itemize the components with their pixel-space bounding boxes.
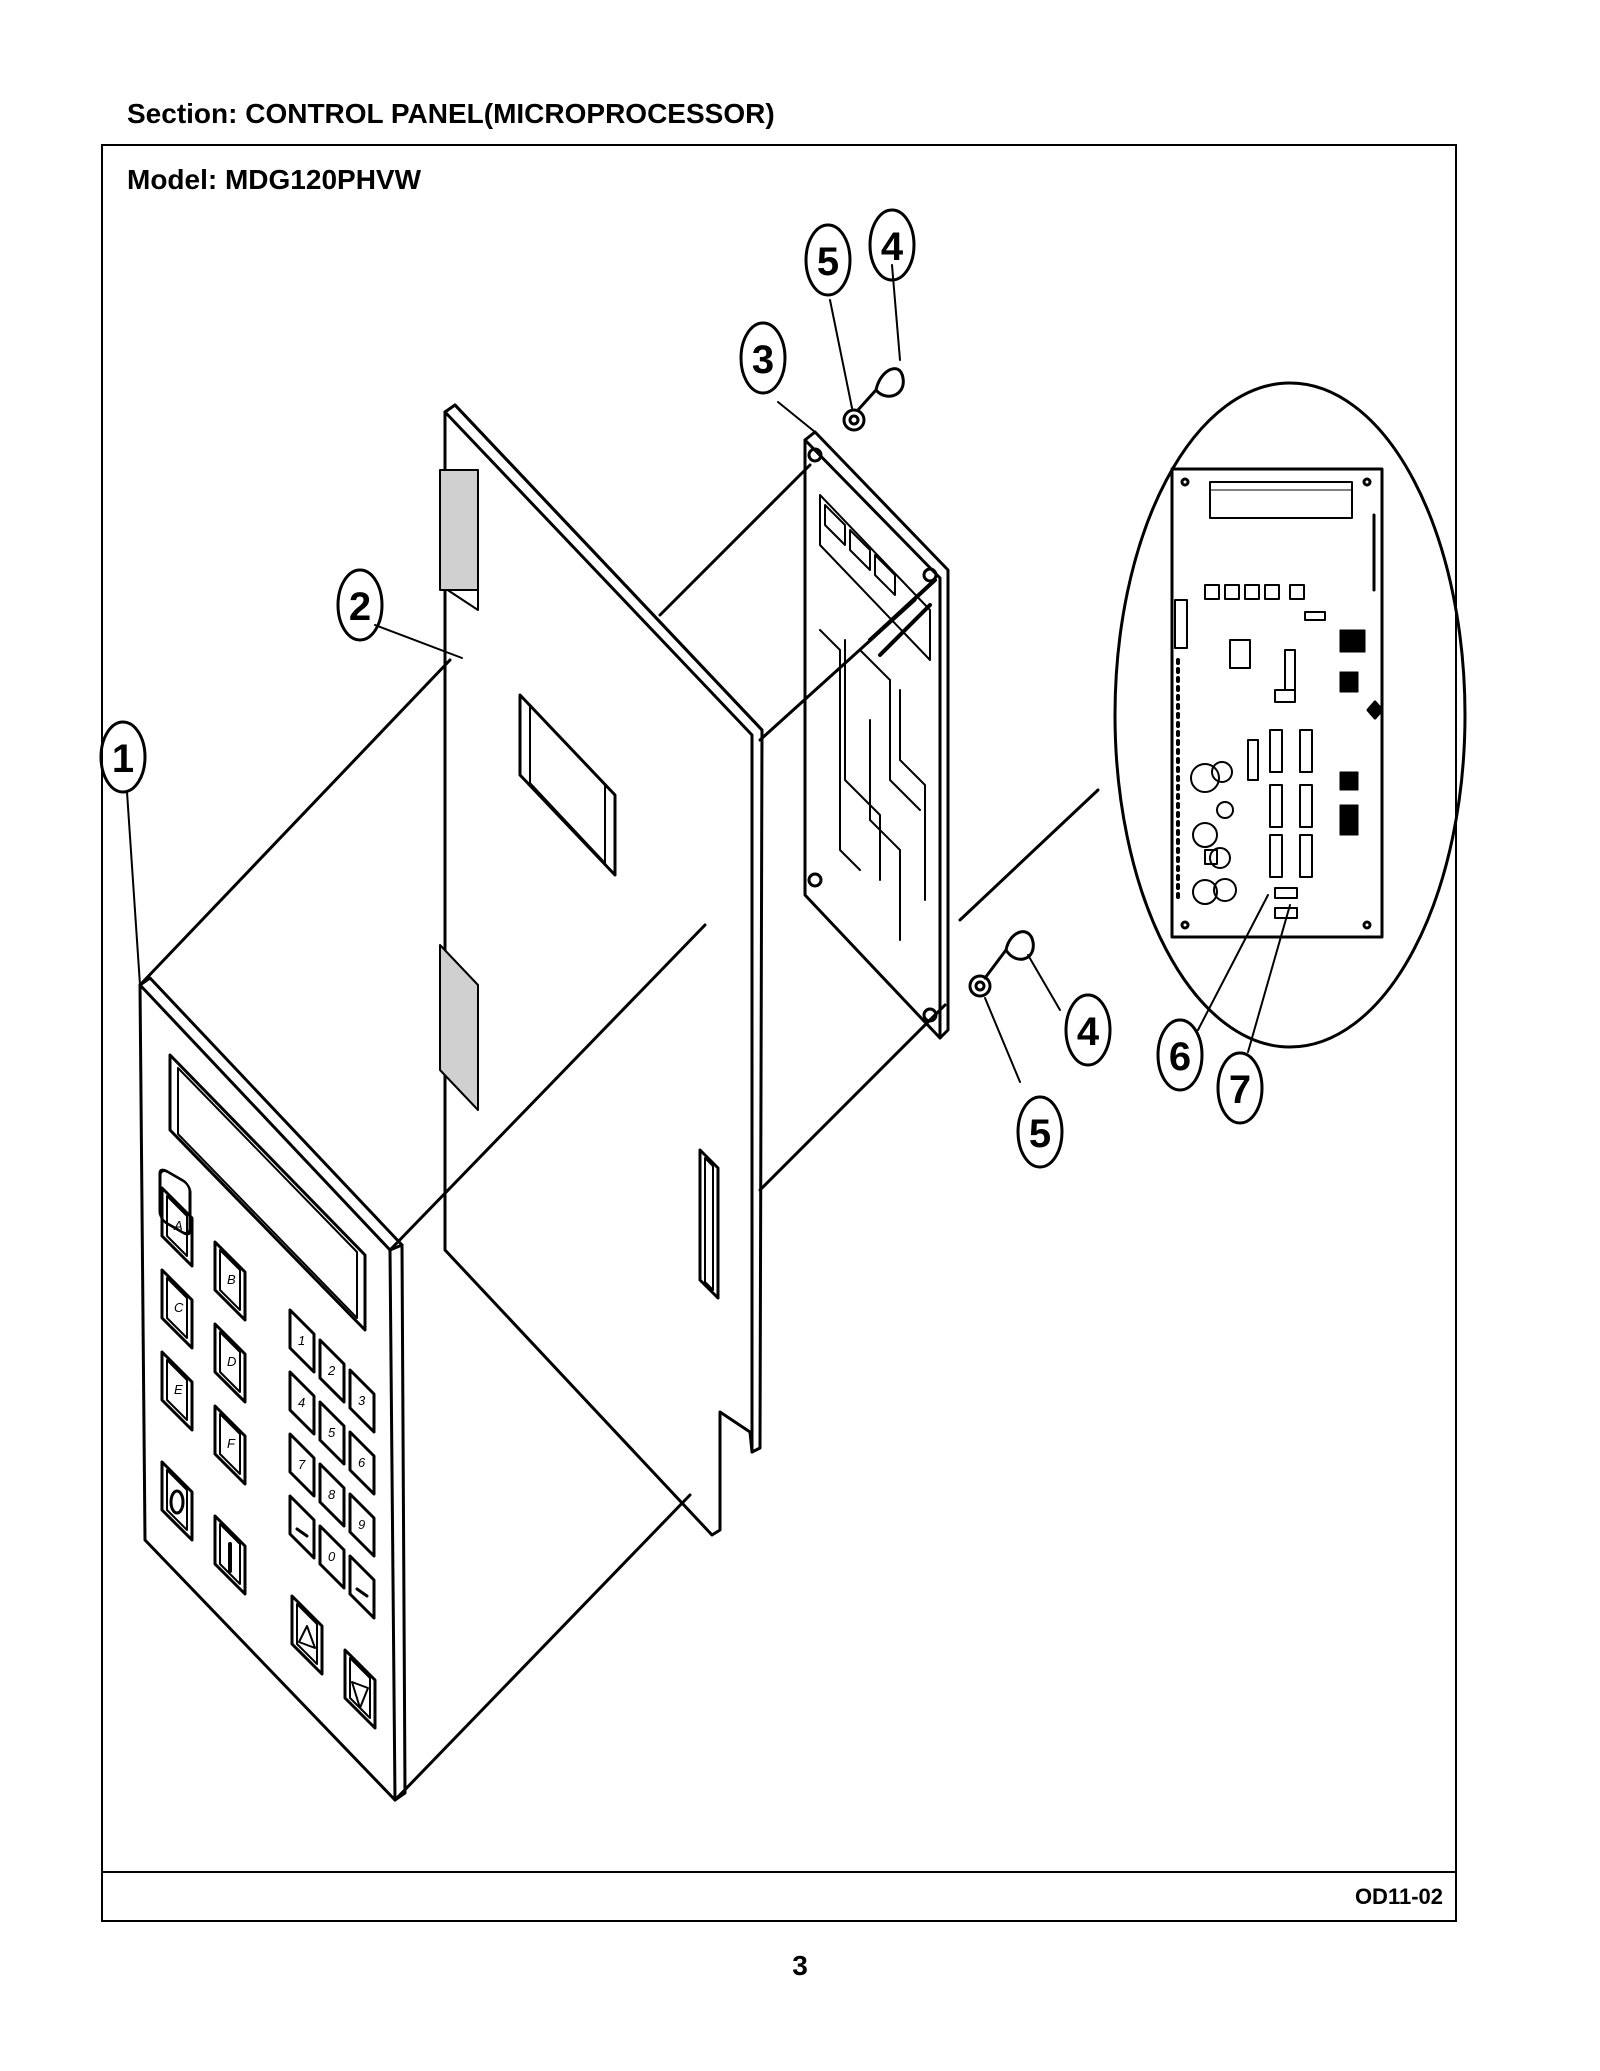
key-8-label: 8 (328, 1487, 336, 1502)
key-d-label: D (227, 1354, 236, 1369)
panel-overlay-plate (439, 403, 947, 1537)
letter-keys (158, 1168, 192, 1236)
key-9: 9 (348, 1492, 376, 1558)
key-4: 4 (288, 1370, 316, 1436)
up-arrow-icon (298, 1625, 316, 1649)
key-4-label: 4 (298, 1395, 305, 1410)
callout-1: 1 (99, 720, 147, 794)
callout-4-lower: 4 (1064, 993, 1112, 1067)
footer-divider (103, 1871, 1455, 1873)
key-7: 7 (288, 1432, 316, 1498)
key-2: 2 (318, 1338, 346, 1404)
key-c-label: C (174, 1300, 184, 1315)
key-3-label: 3 (358, 1393, 366, 1408)
section-title: Section: CONTROL PANEL(MICROPROCESSOR) (127, 98, 775, 129)
key-down (343, 1648, 377, 1730)
callout-5-lower: 5 (1016, 1095, 1064, 1169)
keypad-panel (138, 658, 707, 1802)
diagram-frame: Model: MDG120PHVW OD11-02 (101, 144, 1457, 1922)
key-1-label: 1 (298, 1333, 305, 1348)
key-e: E (160, 1350, 194, 1432)
callout-6: 6 (1156, 1018, 1204, 1092)
callout-3-label: 3 (752, 338, 774, 382)
key-a-label: A (173, 1218, 183, 1233)
leader-3 (777, 401, 816, 433)
key-0-label: 0 (328, 1549, 336, 1564)
callout-5-upper: 5 (804, 223, 852, 297)
callout-2: 2 (336, 568, 384, 642)
minus-symbol-icon (295, 1527, 309, 1538)
nut-washer-upper (842, 367, 905, 432)
key-7-label: 7 (298, 1457, 306, 1472)
callout-4-lower-label: 4 (1077, 1010, 1100, 1054)
drawing-code: OD11-02 (1354, 1884, 1443, 1909)
callout-7-label: 7 (1229, 1068, 1251, 1112)
leader-4b (1027, 954, 1061, 1011)
leader-5b (984, 997, 1021, 1083)
key-up (290, 1594, 324, 1676)
leader-2 (374, 624, 463, 659)
key-d: D (213, 1322, 247, 1404)
callout-5-lower-label: 5 (1029, 1112, 1051, 1156)
key-c: C (160, 1268, 194, 1350)
key-0: 0 (318, 1524, 346, 1590)
nut-washer-lower (968, 930, 1035, 998)
page-number: 3 (792, 1950, 808, 1981)
key-e-label: E (174, 1382, 183, 1397)
callout-2-label: 2 (349, 585, 371, 629)
keypad-keys: A B C D E F (160, 1186, 377, 1730)
callout-7: 7 (1216, 1051, 1264, 1125)
key-enter (348, 1554, 376, 1620)
key-9-label: 9 (358, 1517, 365, 1532)
control-pcb (803, 430, 950, 1040)
key-2-label: 2 (327, 1363, 336, 1378)
key-stop (160, 1460, 194, 1542)
key-f: F (213, 1404, 247, 1486)
key-5-label: 5 (328, 1425, 336, 1440)
key-3: 3 (348, 1368, 376, 1434)
enter-symbol-icon (355, 1587, 369, 1598)
leader-5a (829, 299, 853, 409)
key-start (213, 1514, 247, 1596)
callout-5-upper-label: 5 (817, 240, 839, 284)
key-a: A (160, 1186, 194, 1268)
key-1: 1 (288, 1308, 316, 1374)
keypad-display-window (168, 1053, 367, 1332)
callout-1-label: 1 (112, 737, 134, 781)
model-title: Model: MDG120PHVW (127, 164, 422, 195)
key-b: B (213, 1240, 247, 1322)
callout-3: 3 (739, 321, 787, 395)
key-6-label: 6 (358, 1455, 366, 1470)
down-arrow-icon (351, 1681, 369, 1709)
callout-6-label: 6 (1169, 1035, 1191, 1079)
key-5: 5 (318, 1400, 346, 1466)
key-f-label: F (227, 1436, 236, 1451)
key-minus (288, 1494, 316, 1560)
stop-symbol-icon (169, 1489, 185, 1515)
pcb-detail-view (958, 381, 1467, 1053)
callout-4-upper: 4 (868, 208, 916, 282)
key-b-label: B (227, 1272, 236, 1287)
key-6: 6 (348, 1430, 376, 1496)
leader-1 (126, 791, 141, 986)
key-8: 8 (318, 1462, 346, 1528)
callout-4-upper-label: 4 (881, 225, 904, 269)
